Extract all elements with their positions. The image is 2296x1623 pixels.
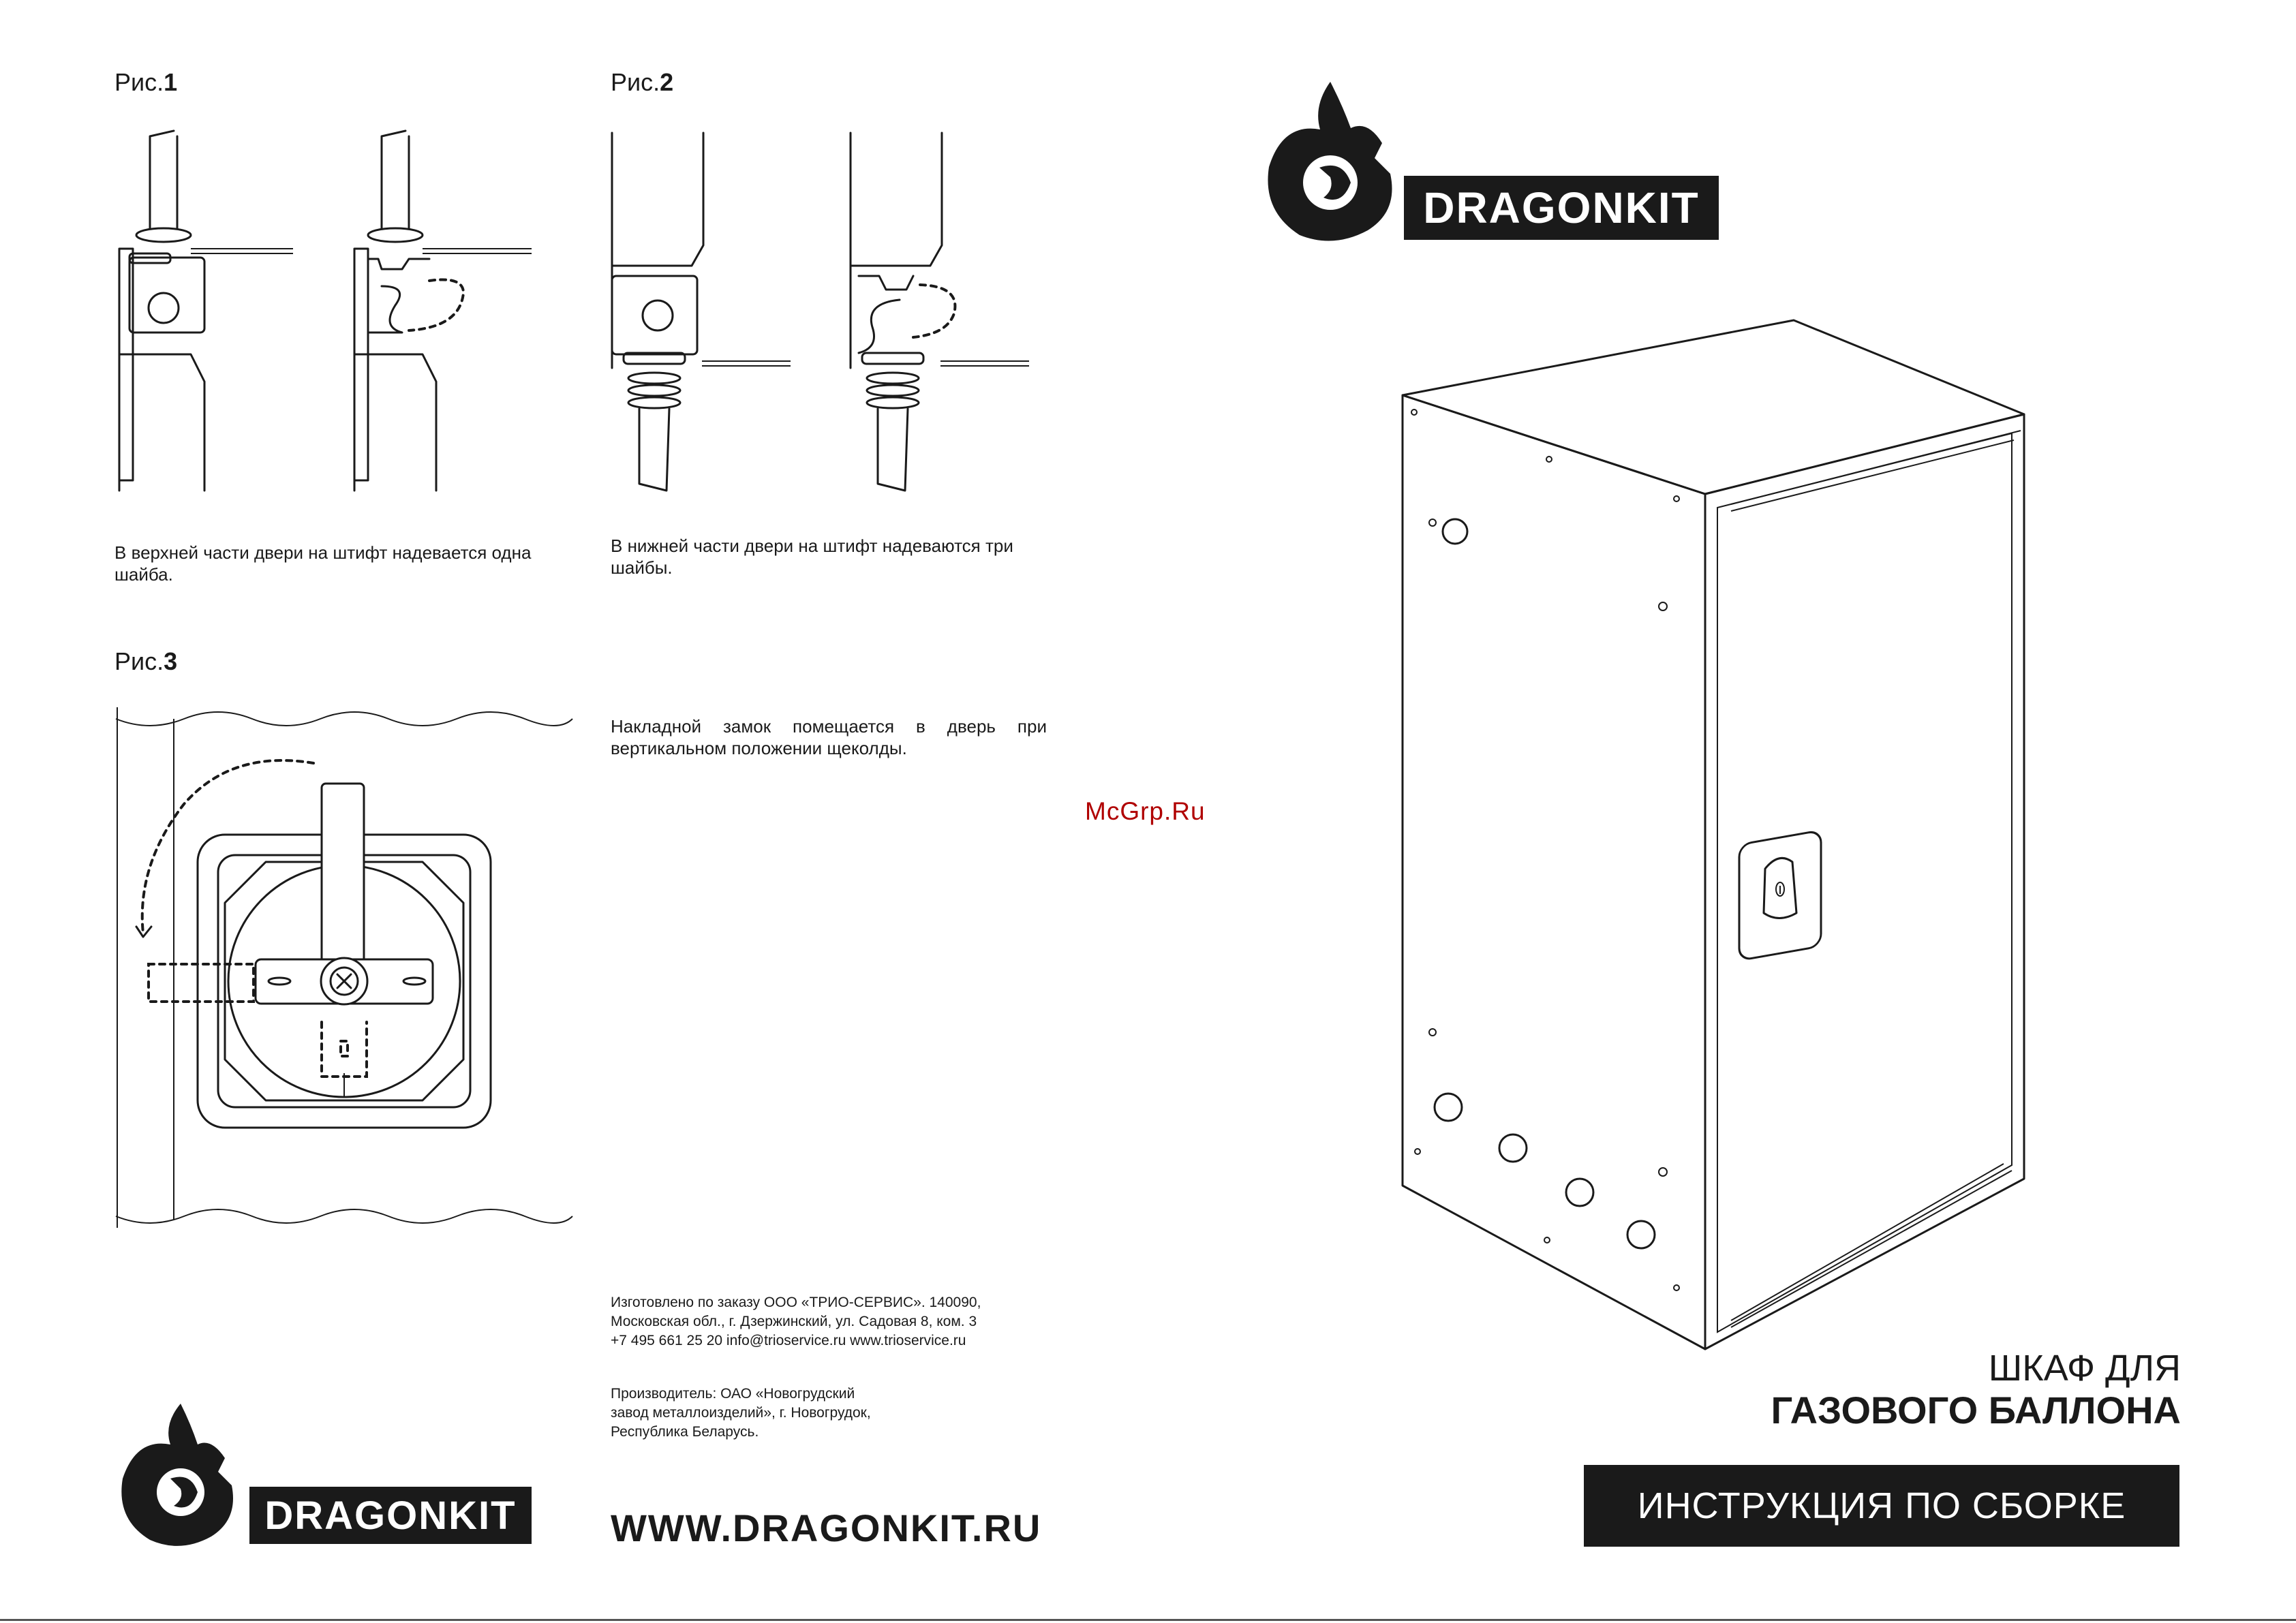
figure-3-caption: Накладной замок помещается в дверь при в…	[611, 716, 1047, 758]
figure-3-drawing	[115, 707, 573, 1228]
figure-2-label: Рис.2	[611, 68, 674, 96]
instruction-banner-text: ИНСТРУКЦИЯ ПО СБОРКЕ	[1637, 1485, 2126, 1526]
manufacturer-line: Республика Беларусь.	[611, 1424, 759, 1440]
product-title-line1: ШКАФ ДЛЯ	[1988, 1348, 2181, 1389]
cabinet-illustration	[1401, 319, 2025, 1350]
manufacturer-line: Производитель: ОАО «Новогрудский	[611, 1386, 855, 1402]
page-edge	[0, 1619, 2296, 1621]
website-link[interactable]: WWW.DRAGONKIT.RU	[611, 1506, 1042, 1549]
figure-1-label: Рис.1	[114, 68, 178, 96]
figure-2-drawing	[611, 132, 1029, 492]
brand-logo-bottom: DRAGONKIT	[249, 1487, 532, 1544]
figure-2-caption: В нижней части двери на штифт надеваются…	[611, 536, 1013, 578]
manufacturer-line: завод металлоизделий», г. Новогрудок,	[611, 1405, 871, 1421]
brand-name: DRAGONKIT	[264, 1493, 517, 1538]
product-title-line2: ГАЗОВОГО БАЛЛОНА	[1771, 1389, 2181, 1432]
instruction-banner: ИНСТРУКЦИЯ ПО СБОРКЕ	[1584, 1465, 2179, 1547]
imprint-line: Московская обл., г. Дзержинский, ул. Сад…	[611, 1314, 977, 1329]
imprint-line: Изготовлено по заказу ООО «ТРИО-СЕРВИС».…	[611, 1295, 981, 1310]
figure-3-label: Рис.3	[114, 647, 178, 675]
figure-1-drawing	[118, 129, 532, 492]
brand-name: DRAGONKIT	[1423, 183, 1700, 232]
dragon-logo-icon	[1268, 82, 1392, 241]
imprint-line: +7 495 661 25 20 info@trioservice.ru www…	[611, 1333, 966, 1348]
dragon-logo-icon	[121, 1404, 233, 1546]
watermark-text: McGrp.Ru	[1085, 797, 1206, 825]
imprint-block: Изготовлено по заказу ООО «ТРИО-СЕРВИС».…	[611, 1293, 1047, 1350]
figure-1-caption: В верхней части двери на штифт надеваетс…	[114, 542, 532, 585]
manufacturer-block: Производитель: ОАО «Новогрудский завод м…	[611, 1385, 1047, 1442]
brand-logo-top: DRAGONKIT	[1404, 176, 1719, 240]
